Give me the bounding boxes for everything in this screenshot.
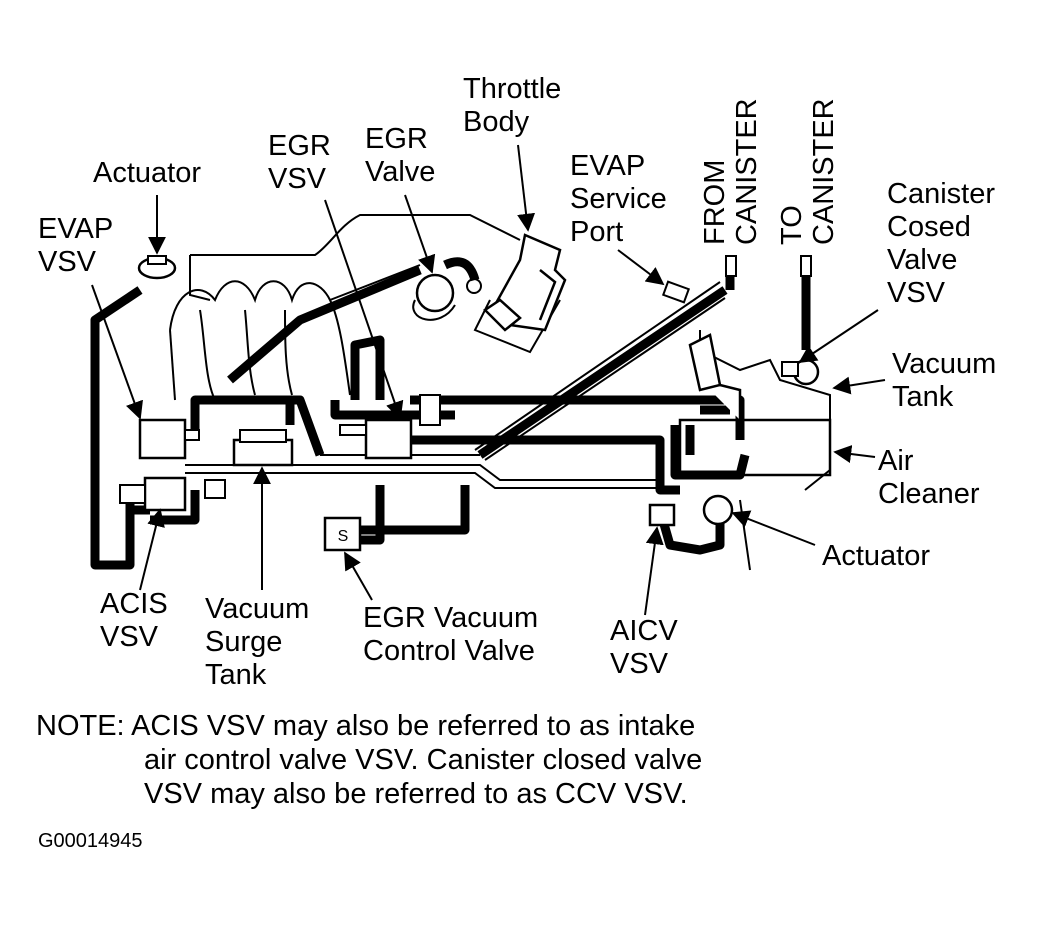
vacuum-hoses <box>90 257 811 570</box>
air-cleaner-box <box>678 333 832 477</box>
note-line-1: ACIS VSV may also be referred to as inta… <box>131 710 696 742</box>
canister-pipes <box>725 255 812 277</box>
egr-vacuum-control-valve: S <box>323 516 362 552</box>
evap-vsv <box>138 418 200 460</box>
figure-id: G00014945 <box>38 830 143 852</box>
evap-actuator <box>137 255 177 280</box>
aicv-vsv <box>648 503 676 527</box>
leader-lines <box>91 144 886 616</box>
thin-tubes <box>185 281 726 489</box>
egr-valve <box>412 273 482 321</box>
label-actuator-right: Actuator <box>822 540 930 572</box>
vacuum-surge-tank <box>232 429 294 467</box>
acis-vsv <box>119 476 226 512</box>
s-mark: S <box>338 528 349 545</box>
note-text: NOTE: ACIS VSV may also be referred to a… <box>36 709 702 811</box>
note-prefix: NOTE: <box>36 710 125 742</box>
canister-closed-valve-vsv <box>781 358 820 386</box>
air-cleaner-actuator <box>702 494 734 526</box>
note-line-2: air control valve VSV. Canister closed v… <box>144 744 703 776</box>
note-line-3: VSV may also be referred to as CCV VSV. <box>144 778 688 810</box>
label-actuator-top: Actuator <box>93 157 201 189</box>
throttle-body <box>483 233 567 332</box>
egr-vsv <box>339 394 441 460</box>
evap-service-port <box>661 280 691 304</box>
